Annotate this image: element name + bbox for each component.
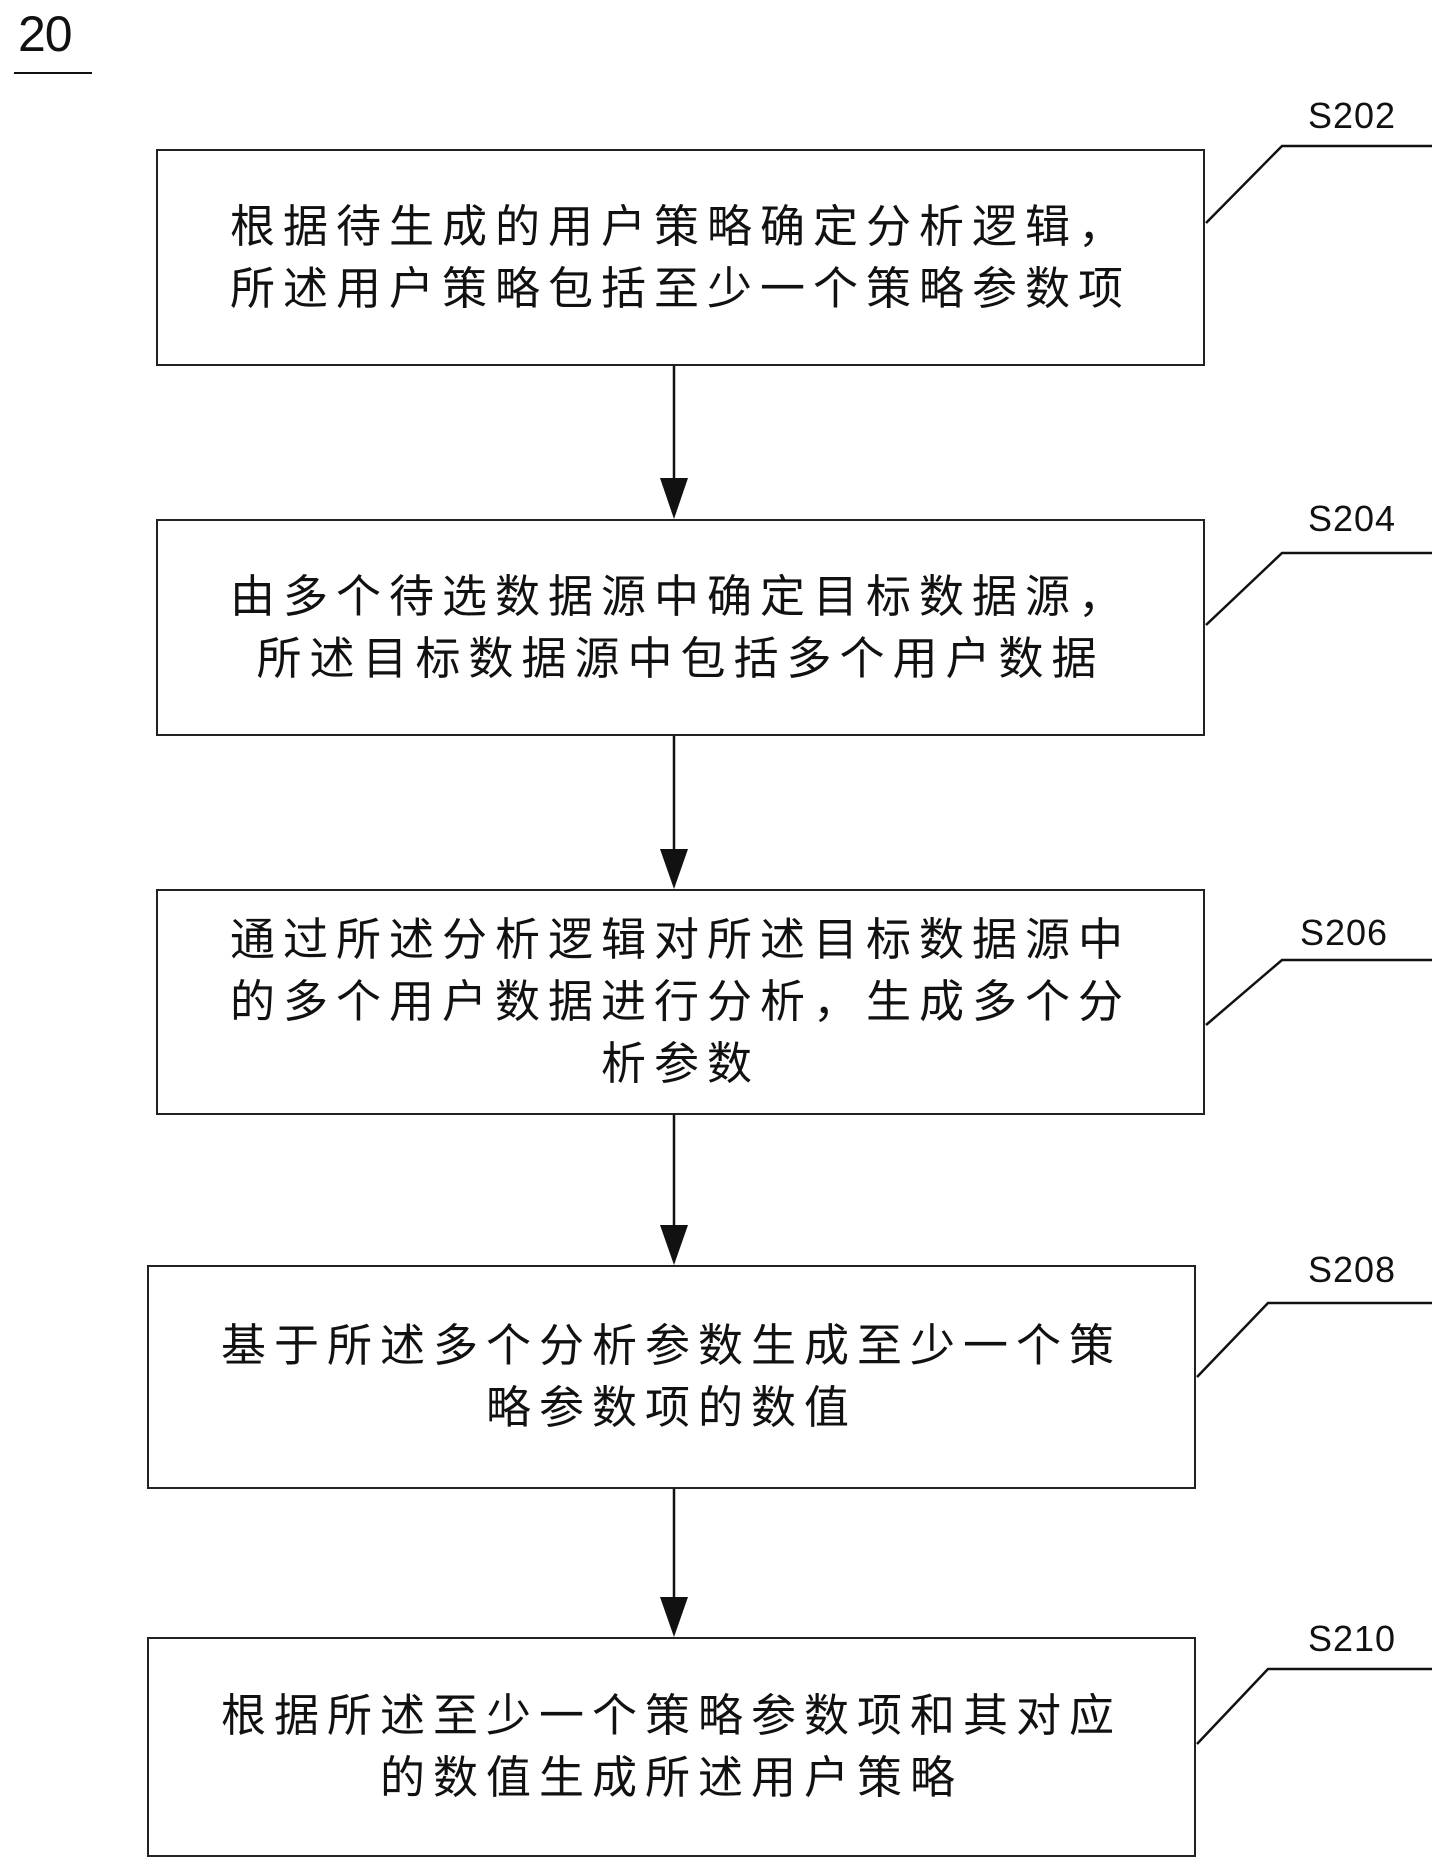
step-text-line: 根据所述至少一个策略参数项和其对应 (220, 1689, 1122, 1742)
step-box-s202: 根据待生成的用户策略确定分析逻辑， 所述用户策略包括至少一个策略参数项 (156, 149, 1205, 366)
leader-line-s202 (1205, 144, 1432, 224)
step-box-s208: 基于所述多个分析参数生成至少一个策 略参数项的数值 (147, 1265, 1196, 1489)
figure-number: 20 (18, 6, 73, 62)
step-box-s204: 由多个待选数据源中确定目标数据源， 所述目标数据源中包括多个用户数据 (156, 519, 1205, 736)
step-id-label: S206 (1300, 912, 1389, 953)
arrow-head-4 (660, 1597, 688, 1637)
step-box-s206: 通过所述分析逻辑对所述目标数据源中 的多个用户数据进行分析，生成多个分 析参数 (156, 889, 1205, 1115)
step-text-line: 的数值生成所述用户策略 (379, 1751, 963, 1804)
step-id-label: S202 (1308, 95, 1397, 136)
step-box-s210: 根据所述至少一个策略参数项和其对应 的数值生成所述用户策略 (147, 1637, 1196, 1857)
leader-line-s208 (1196, 1301, 1432, 1378)
step-text-line: 的多个用户数据进行分析，生成多个分 (229, 975, 1131, 1028)
figure-number-underline (14, 72, 92, 74)
step-text-line: 析参数 (600, 1037, 760, 1090)
step-text-line: 由多个待选数据源中确定目标数据源， (229, 569, 1131, 623)
arrow-head-2 (660, 849, 688, 889)
leader-line-s206 (1205, 958, 1432, 1026)
step-id-label: S210 (1308, 1618, 1397, 1659)
step-text-line: 通过所述分析逻辑对所述目标数据源中 (229, 913, 1131, 966)
step-text-line: 略参数项的数值 (485, 1381, 857, 1434)
leader-line-s210 (1196, 1667, 1432, 1745)
step-id-label: S208 (1308, 1249, 1397, 1290)
step-text-line: 所述用户策略包括至少一个策略参数项 (229, 261, 1131, 315)
arrow-head-3 (660, 1225, 688, 1265)
step-id-label: S204 (1308, 498, 1397, 539)
step-text-line: 基于所述多个分析参数生成至少一个策 (220, 1319, 1122, 1372)
step-text-line: 所述目标数据源中包括多个用户数据 (256, 631, 1105, 685)
leader-line-s204 (1205, 551, 1432, 626)
arrow-head-1 (660, 478, 688, 519)
step-text-line: 根据待生成的用户策略确定分析逻辑， (229, 199, 1131, 253)
